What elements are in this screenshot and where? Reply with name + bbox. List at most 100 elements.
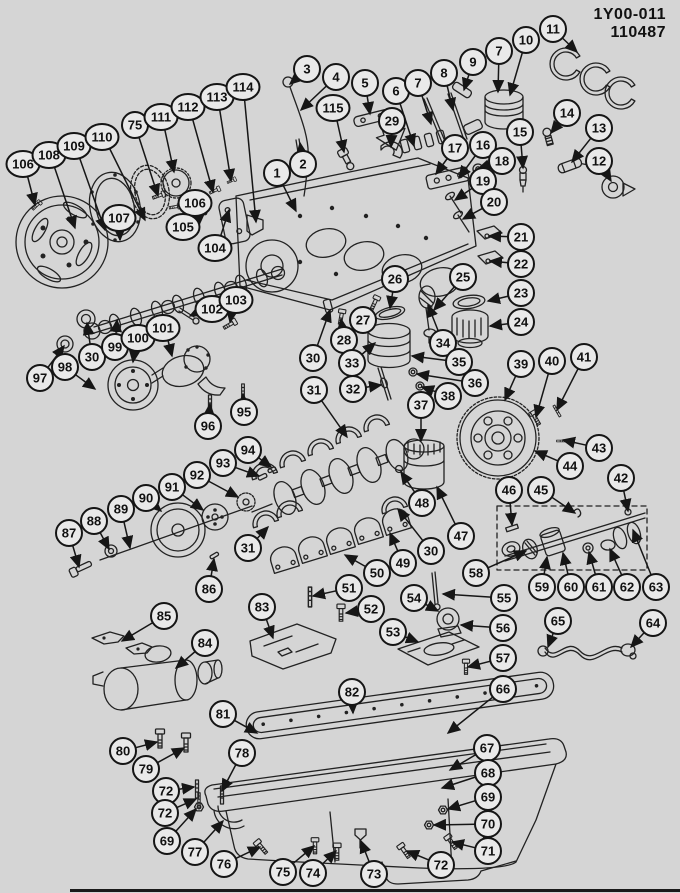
leader-line-32 [365,380,383,393]
leader-line-26 [386,291,398,310]
leader-line-15 [516,144,528,170]
leader-line-93 [234,466,261,478]
svg-text:28: 28 [337,333,351,348]
svg-text:33: 33 [345,356,359,371]
callout-89: 89 [107,495,135,523]
callout-106: 106 [177,189,213,217]
svg-text:26: 26 [388,272,402,287]
callout-33: 33 [338,349,366,377]
leader-line-6 [399,103,416,148]
callout-5: 5 [351,69,379,97]
svg-text:86: 86 [202,582,216,597]
leader-line-64 [629,632,645,649]
leader-line-61 [586,550,599,575]
svg-text:7: 7 [495,44,502,59]
leader-line-94 [257,455,273,468]
leader-line-115 [335,120,348,154]
svg-text:25: 25 [456,270,470,285]
svg-text:85: 85 [157,609,171,624]
svg-text:50: 50 [370,566,384,581]
svg-text:112: 112 [178,100,199,115]
svg-text:64: 64 [646,616,661,631]
leader-line-111 [164,129,178,174]
svg-text:38: 38 [441,389,455,404]
callout-74: 74 [299,859,327,887]
pan-fasteners-bottom-art [252,805,460,861]
callout-1: 1 [263,159,291,187]
callout-37: 37 [407,391,435,419]
svg-text:11: 11 [546,22,560,37]
callout-29: 29 [378,107,406,135]
callout-105: 105 [165,213,201,241]
starter-brackets-art [91,631,153,655]
leader-line-69 [446,799,476,812]
svg-text:49: 49 [396,556,410,571]
callout-109: 109 [56,132,92,160]
callout-87: 87 [55,519,83,547]
callout-82: 82 [338,678,366,706]
callout-12: 12 [585,147,613,175]
leader-line-112 [191,119,216,194]
leader-line-9 [461,74,474,92]
leader-line-100 [128,349,141,364]
svg-text:30: 30 [306,351,320,366]
leader-line-46 [504,502,517,527]
leader-line-49 [389,531,401,552]
callout-13: 13 [585,114,613,142]
svg-text:48: 48 [415,496,429,511]
callout-73: 73 [360,860,388,888]
svg-text:30: 30 [424,544,438,559]
leader-line-31 [255,525,270,540]
callout-11: 11 [539,15,567,43]
title-block: 1Y00-011 110487 [593,6,666,43]
leader-line-75 [138,137,161,198]
callout-10: 10 [512,26,540,54]
leader-line-30 [82,321,95,345]
svg-text:102: 102 [201,302,223,317]
svg-text:87: 87 [62,526,76,541]
leader-line-44 [533,450,559,462]
callout-111: 111 [143,103,179,131]
callout-26: 26 [381,265,409,293]
leader-line-29 [385,133,398,149]
leader-line-76 [235,846,262,860]
leader-line-20 [461,207,483,220]
svg-text:4: 4 [332,70,340,85]
leader-line-87 [69,545,82,569]
engine-line-art [15,47,648,885]
svg-text:105: 105 [172,220,194,235]
svg-text:83: 83 [255,600,269,615]
leader-line-74 [321,849,338,865]
svg-text:98: 98 [58,360,72,375]
svg-text:58: 58 [469,566,483,581]
svg-text:109: 109 [63,139,85,154]
leader-line-31 [320,400,348,439]
svg-text:95: 95 [237,405,251,420]
callout-44: 44 [556,452,584,480]
leader-line-41 [556,368,579,412]
leader-line-66 [446,696,494,734]
leader-line-103 [226,309,239,324]
leader-line-25 [433,286,455,312]
leader-line-65 [546,632,558,649]
leader-line-54 [424,600,440,612]
leader-line-19 [453,187,473,201]
svg-text:42: 42 [614,471,628,486]
callout-30: 30 [417,537,445,565]
svg-text:9: 9 [469,55,476,70]
leader-line-50 [343,554,367,568]
callout-98: 98 [51,353,79,381]
leader-line-43 [561,436,587,449]
callout-9: 9 [459,48,487,76]
leader-line-90 [147,498,163,512]
leader-line-109 [78,157,107,232]
svg-text:101: 101 [152,321,174,336]
svg-text:104: 104 [204,241,226,256]
callout-97: 97 [26,364,54,392]
svg-text:78: 78 [235,746,249,761]
leader-line-34 [426,303,439,332]
callout-110: 110 [84,123,120,151]
callout-69: 69 [474,783,502,811]
svg-text:53: 53 [386,625,400,640]
